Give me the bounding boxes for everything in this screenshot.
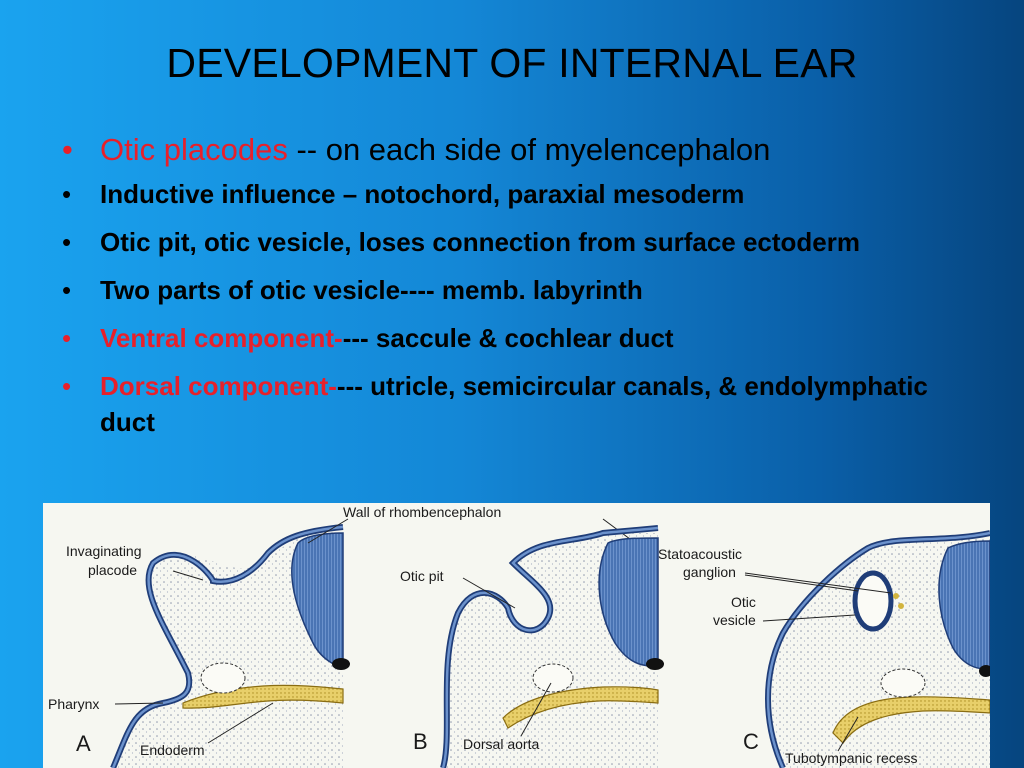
otic-vesicle-c <box>852 570 894 632</box>
bullet-dot: • <box>62 371 72 401</box>
leader-otic-pit <box>462 577 516 609</box>
leader-invaginating <box>172 570 204 581</box>
label-endoderm: Endoderm <box>140 742 205 758</box>
notochord-mark-c <box>979 665 990 677</box>
label-statoacoustic-line1: Statoacoustic <box>658 546 742 562</box>
bullet-text: --- saccule & cochlear duct <box>342 323 674 353</box>
panel-label-a: A <box>76 731 91 756</box>
leader-statoacoustic-2 <box>744 574 859 592</box>
panel-label-b: B <box>413 729 428 754</box>
dorsal-aorta-c <box>880 668 926 698</box>
label-dorsal-aorta: Dorsal aorta <box>463 736 539 752</box>
bullet-dot: • <box>62 323 72 353</box>
bullet-list: • Otic placodes -- on each side of myele… <box>62 130 982 452</box>
leader-otic-vesicle <box>762 614 856 622</box>
bullet-text: -- on each side of myelencephalon <box>287 132 771 167</box>
bullet-text: --- utricle, semicircular canals, & endo… <box>100 371 928 437</box>
bullet-item: • Otic pit, otic vesicle, loses connecti… <box>62 224 982 260</box>
bullet-dot: • <box>62 132 73 167</box>
neural-wall-b <box>598 537 659 667</box>
label-pharynx: Pharynx <box>48 696 99 712</box>
slide-title: DEVELOPMENT OF INTERNAL EAR <box>166 40 858 86</box>
surface-ectoderm-c-fill <box>766 531 990 768</box>
statoacoustic-ganglion-dot-2 <box>898 603 904 609</box>
notochord-mark-b <box>646 658 664 670</box>
bullet-red-text: Dorsal component- <box>100 371 337 401</box>
mesenchyme-a <box>113 528 343 768</box>
otic-development-figure: Invaginating placode Pharynx Endoderm A … <box>43 503 990 768</box>
label-statoacoustic-line2: ganglion <box>683 564 736 580</box>
bullet-text: Otic pit, otic vesicle, loses connection… <box>100 227 861 257</box>
bullet-red-text: Ventral component- <box>100 323 343 353</box>
bullet-text: Inductive influence – notochord, paraxia… <box>100 179 745 209</box>
bullet-item: • Inductive influence – notochord, parax… <box>62 176 982 212</box>
panel-label-c: C <box>743 729 759 754</box>
leader-wall-a <box>307 518 349 544</box>
neural-wall-c <box>938 540 990 670</box>
label-otic-vesicle-line1: Otic <box>731 594 756 610</box>
endoderm-b <box>502 686 659 729</box>
bullet-dot: • <box>62 275 72 305</box>
notochord-mark-a <box>332 658 350 670</box>
leader-tubotympanic <box>837 716 859 752</box>
bullet-item: • Ventral component---- saccule & cochle… <box>62 320 982 356</box>
label-otic-vesicle-line2: vesicle <box>713 612 756 628</box>
leader-dorsal-aorta <box>520 682 552 737</box>
bullet-item: • Dorsal component---- utricle, semicirc… <box>62 368 982 440</box>
bullet-dot: • <box>62 227 72 257</box>
bullet-item: • Otic placodes -- on each side of myele… <box>62 130 982 170</box>
panel-b: Otic pit Dorsal aorta B <box>400 525 659 768</box>
leader-statoacoustic-1 <box>744 572 892 594</box>
label-otic-pit: Otic pit <box>400 568 444 584</box>
dorsal-aorta-a <box>200 662 246 694</box>
diagram-canvas: Invaginating placode Pharynx Endoderm A … <box>48 504 990 768</box>
panel-c: Statoacoustic ganglion Otic vesicle Tubo… <box>658 530 990 768</box>
panel-a: Invaginating placode Pharynx Endoderm A <box>48 524 344 768</box>
endoderm-c <box>832 696 990 744</box>
leader-endoderm <box>207 702 274 744</box>
label-invaginating-line1: Invaginating <box>66 543 142 559</box>
label-tubotympanic: Tubotympanic recess <box>785 750 918 766</box>
statoacoustic-ganglion-dot-1 <box>893 593 899 599</box>
bullet-dot: • <box>62 179 72 209</box>
dorsal-aorta-b <box>532 663 574 693</box>
bullet-red-text: Otic placodes <box>100 132 288 167</box>
surface-ectoderm-b-fill <box>441 526 659 768</box>
neural-wall-a <box>291 532 344 669</box>
leader-pharynx <box>114 702 164 705</box>
bullet-item: • Two parts of otic vesicle---- memb. la… <box>62 272 982 308</box>
label-wall-of-rhombencephalon: Wall of rhombencephalon <box>343 504 501 520</box>
label-invaginating-line2: placode <box>88 562 137 578</box>
bullet-text: Two parts of otic vesicle---- memb. laby… <box>100 275 643 305</box>
